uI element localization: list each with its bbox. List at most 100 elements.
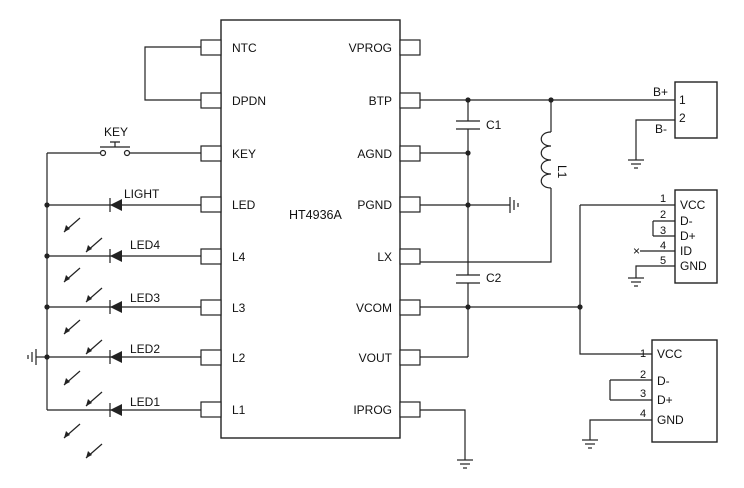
usb-connector-2: 1 2 3 4 VCC D- D+ GND	[582, 339, 718, 449]
usb-connector-1: 1 2 3 4 5 VCC D- D+ ID GND ×	[628, 189, 718, 287]
light-arrows	[63, 217, 103, 459]
usb1-pin-dplus-label: D+	[680, 229, 696, 243]
wire-lx	[420, 188, 552, 263]
battery-b-minus-label: B-	[655, 122, 667, 136]
pin-label-lx: LX	[377, 250, 392, 264]
usb2-pin-3-number: 3	[640, 388, 646, 400]
usb1-pin-2-number: 2	[660, 209, 666, 221]
capacitor-c2	[456, 274, 480, 284]
usb1-pin-5-number: 5	[660, 255, 666, 267]
pin-stub-l3	[200, 299, 222, 316]
usb1-id-nc-mark: ×	[633, 244, 640, 258]
pin-label-iprog: IPROG	[353, 403, 392, 417]
usb2-pin-2-number: 2	[640, 369, 646, 381]
usb2-pin-gnd-label: GND	[657, 413, 684, 427]
capacitor-c1	[456, 120, 480, 130]
junction-dot	[465, 150, 471, 156]
pin-stub-pgnd	[399, 196, 421, 213]
c1-label: C1	[486, 118, 502, 132]
right-network: C1 C2 L1	[420, 97, 675, 469]
pin-label-dpdn: DPDN	[232, 94, 266, 108]
pin-stub-agnd	[399, 145, 421, 162]
junction-dot	[465, 304, 471, 310]
wire-usb1-gnd	[635, 265, 675, 278]
pin-stub-ntc	[200, 39, 222, 56]
ground-symbol-usb1	[628, 277, 644, 287]
ground-symbol-left	[27, 349, 37, 365]
ic-ht4936a: HT4936A NTC DPDN KEY LED L4 L3 L2 L1 VPR…	[200, 19, 421, 439]
wire-usb2-gnd	[589, 419, 652, 440]
usb1-pin-gnd-label: GND	[680, 259, 707, 273]
diode-led3	[109, 300, 122, 314]
usb2-pin-vcc-label: VCC	[657, 347, 683, 361]
pin-label-pgnd: PGND	[357, 198, 392, 212]
pin-label-l2: L2	[232, 351, 246, 365]
junction-dot	[44, 202, 50, 208]
inductor-l1	[540, 131, 552, 189]
junction-dot	[44, 253, 50, 259]
usb2-pin-4-number: 4	[640, 408, 646, 420]
wire-ntc-dpdn-loop	[144, 46, 201, 101]
wire-battery-gnd	[635, 119, 675, 160]
pin-label-vout: VOUT	[359, 351, 393, 365]
light-label: LIGHT	[124, 187, 160, 201]
wire-vcc-bus	[579, 205, 652, 355]
battery-pin-1-number: 1	[679, 93, 686, 107]
usb1-pin-1-number: 1	[660, 193, 666, 205]
battery-pin-2-number: 2	[679, 111, 686, 125]
pin-label-ntc: NTC	[232, 41, 257, 55]
led3-label: LED3	[130, 291, 160, 305]
led4-label: LED4	[130, 238, 160, 252]
key-switch	[99, 141, 131, 157]
usb2-pin-dplus-label: D+	[657, 393, 673, 407]
pin-stub-vprog	[399, 39, 421, 56]
battery-connector-body	[674, 81, 718, 139]
ic-name: HT4936A	[289, 208, 342, 222]
usb1-pin-vcc-label: VCC	[680, 198, 706, 212]
pin-stub-l1	[200, 401, 222, 418]
pin-stub-iprog	[399, 401, 421, 418]
l1-label: L1	[555, 165, 569, 179]
usb1-pin-id-label: ID	[680, 244, 692, 258]
usb1-pin-3-number: 3	[660, 225, 666, 237]
usb2-pin-1-number: 1	[640, 348, 646, 360]
pin-stub-vcom	[399, 299, 421, 316]
ground-symbol-pgnd	[509, 197, 519, 213]
junction-dot	[465, 202, 471, 208]
pin-stub-led	[200, 196, 222, 213]
pin-label-l3: L3	[232, 301, 246, 315]
pin-label-key: KEY	[232, 147, 256, 161]
pin-stub-l4	[200, 248, 222, 265]
ground-symbol-battery	[628, 159, 644, 169]
led1-label: LED1	[130, 395, 160, 409]
battery-connector: 1 2 B+ B-	[628, 81, 718, 169]
pin-stub-btp	[399, 92, 421, 109]
wire-iprog	[420, 409, 466, 460]
pin-stub-dpdn	[200, 92, 222, 109]
usb1-pin-4-number: 4	[660, 240, 666, 252]
usb1-body	[674, 189, 718, 284]
key-label: KEY	[104, 125, 128, 139]
pin-label-agnd: AGND	[357, 147, 392, 161]
diode-led2	[109, 350, 122, 364]
diode-light	[109, 198, 122, 212]
ic-body	[220, 19, 401, 439]
battery-b-plus-label: B+	[653, 85, 668, 99]
pin-stub-l2	[200, 349, 222, 366]
usb2-pin-dminus-label: D-	[657, 374, 670, 388]
diode-led4	[109, 249, 122, 263]
pin-label-led: LED	[232, 198, 256, 212]
pin-label-l1: L1	[232, 403, 246, 417]
pin-label-l4: L4	[232, 250, 246, 264]
pin-label-btp: BTP	[369, 94, 392, 108]
c2-label: C2	[486, 271, 502, 285]
junction-dot	[44, 304, 50, 310]
led2-label: LED2	[130, 342, 160, 356]
ground-symbol-usb2	[582, 439, 598, 449]
ground-symbol-iprog	[457, 459, 473, 469]
pin-stub-key	[200, 145, 222, 162]
usb1-pin-dminus-label: D-	[680, 214, 693, 228]
left-network: KEY LIGHT LED4 LED3 L	[27, 125, 201, 459]
pin-stub-lx	[399, 248, 421, 265]
